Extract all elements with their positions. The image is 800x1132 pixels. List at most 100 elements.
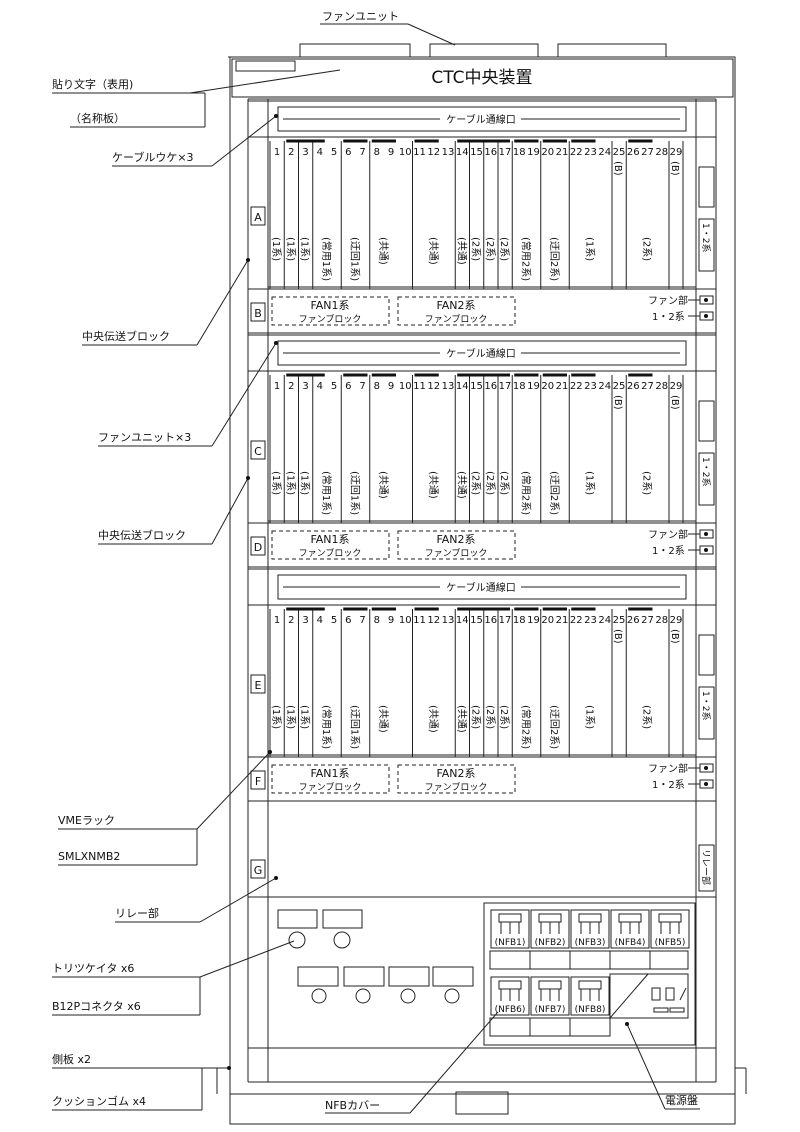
cable-port-label: ケーブル通線口 (446, 347, 515, 360)
connector-circle (288, 931, 306, 949)
cable-port (277, 340, 687, 366)
slot-number: 25 (613, 381, 626, 392)
slot-number: 21 (556, 381, 569, 392)
fan-block-label: ファンブロック (299, 313, 362, 325)
slot-number: 26 (627, 147, 640, 158)
slot-number: 5 (331, 381, 337, 392)
connector-circle (400, 988, 416, 1004)
equipment-title: CTC中央装置 (431, 68, 532, 88)
slot-number: 23 (584, 147, 597, 158)
fan1-block (271, 530, 390, 560)
slot-number: 12 (427, 147, 440, 158)
slot-number: 8 (374, 615, 380, 626)
row-letter: E (255, 679, 262, 692)
slot-label: (1系) (284, 705, 296, 729)
slot-label: (共通) (427, 471, 439, 499)
slot-number: 12 (427, 615, 440, 626)
slot-label: (1系) (284, 471, 296, 495)
nfb-breaker: (NFB3) (570, 909, 610, 949)
fan2-block (397, 530, 516, 560)
slot-number: 27 (641, 147, 654, 158)
slot-b-mark: (B) (612, 161, 623, 176)
slot-number: 4 (317, 615, 323, 626)
slot-number: 21 (556, 147, 569, 158)
slot-number: 11 (413, 147, 426, 158)
slot-label: (迂回1系) (348, 471, 360, 515)
slot-number: 7 (359, 381, 365, 392)
slot-number: 4 (317, 147, 323, 158)
row-letter: F (255, 775, 261, 788)
fan2-title: FAN2系 (436, 299, 475, 312)
slot-number: 9 (388, 381, 394, 392)
slot-label: (迂回1系) (348, 237, 360, 281)
nfb-label: (NFB7) (535, 1005, 566, 1015)
label-central-block-2: 中央伝送ブロック (98, 528, 186, 542)
slot-label: (常用1系) (320, 237, 333, 281)
slot-number: 17 (499, 147, 512, 158)
slot-label: (2系) (484, 471, 496, 495)
nfb-label: (NFB6) (495, 1005, 526, 1015)
slot-number: 23 (584, 381, 597, 392)
slot-label: (1系) (284, 237, 296, 261)
nfb-panel (483, 902, 696, 1046)
slot-label: (常用2系) (519, 705, 532, 749)
nfb-label: (NFB4) (615, 938, 646, 948)
slot-label: (1系) (270, 705, 282, 729)
slot-label: (常用1系) (320, 705, 333, 749)
slot-b-mark: (B) (612, 395, 623, 410)
slot-label: (1系) (299, 705, 311, 729)
slot-label: (共通) (455, 471, 467, 499)
label-cushion: クッションゴム x4 (52, 1094, 146, 1108)
nfb-breaker: (NFB1) (490, 909, 530, 949)
slot-b-mark: (B) (612, 629, 623, 644)
slot-number: 18 (513, 615, 526, 626)
relay-vertical-label: リレー部 (700, 849, 712, 885)
slot-number: 8 (374, 381, 380, 392)
slot-label: (2系) (470, 237, 482, 261)
slot-number: 26 (627, 615, 640, 626)
top-fan-units (299, 43, 667, 58)
nfb-breaker: (NFB5) (650, 909, 690, 949)
breaker-plate (277, 909, 318, 929)
slot-number: 3 (302, 615, 308, 626)
slot-label: (共通) (377, 471, 389, 499)
nfb-label: (NFB2) (535, 938, 566, 948)
leader-dots (227, 114, 629, 1070)
row-letter: D (254, 541, 262, 554)
slot-number: 20 (541, 147, 554, 158)
slot-number: 11 (413, 615, 426, 626)
slot-label: (1系) (584, 237, 596, 261)
fan1-title: FAN1系 (310, 299, 349, 312)
fan-part-label: ファン部 (648, 528, 688, 541)
slot-label: (1系) (584, 705, 596, 729)
fan-system-label: 1・2系 (652, 311, 685, 323)
nfb-breaker: (NFB2) (530, 909, 570, 949)
slot-number: 8 (374, 147, 380, 158)
slot-number: 9 (388, 147, 394, 158)
slot-label: (2系) (470, 705, 482, 729)
slot-number: 29 (670, 381, 683, 392)
slot-label: (共通) (455, 237, 467, 265)
cabinet-frame (216, 56, 747, 1125)
slot-number: 10 (399, 615, 412, 626)
slot-number: 3 (302, 381, 308, 392)
slot-label: (2系) (484, 237, 496, 261)
slot-number: 16 (484, 615, 497, 626)
slot-b-mark: (B) (669, 161, 680, 176)
slot-label: (2系) (641, 705, 653, 729)
slot-number: 15 (470, 615, 483, 626)
fan2-block (397, 764, 516, 794)
slot-label: (迂回2系) (548, 237, 560, 281)
slot-label: (1系) (270, 237, 282, 261)
power-area (248, 896, 716, 1046)
cable-port (277, 106, 687, 132)
slot-number: 10 (399, 381, 412, 392)
slot-number: 16 (484, 381, 497, 392)
slot-number: 29 (670, 615, 683, 626)
